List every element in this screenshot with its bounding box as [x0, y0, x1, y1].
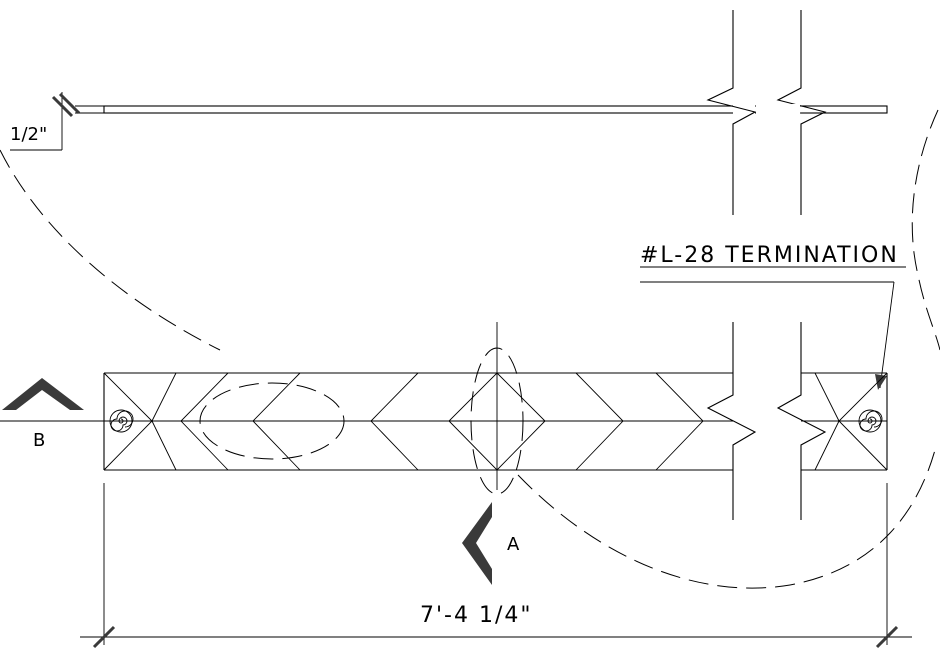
- dashed-arc-left: [0, 149, 221, 351]
- plan-view: [103, 322, 888, 520]
- dashed-ellipse-left: [199, 382, 345, 460]
- termination-arrowhead: [875, 374, 887, 390]
- length-tick-left: [92, 625, 116, 649]
- section-a-arrow: [462, 502, 492, 585]
- length-dimension: 7'-4 1/4": [80, 483, 912, 649]
- break-line-left-top: [706, 10, 757, 215]
- break-line-right-top: [776, 10, 827, 215]
- termination-callout: #L-28 TERMINATION: [640, 243, 906, 390]
- break-line-left-plan: [706, 322, 757, 520]
- edge-view: [103, 10, 888, 215]
- break-line-right-plan: [776, 322, 827, 520]
- section-b-arrow: [2, 378, 84, 410]
- thickness-tick-1: [51, 95, 74, 118]
- section-b-label: B: [33, 430, 45, 451]
- dashed-arcs: [0, 109, 940, 589]
- spiral-left: [109, 409, 134, 433]
- dashed-arc-bottom-right: [517, 449, 936, 589]
- thickness-tick-2: [58, 92, 81, 115]
- section-marker-b: B: [0, 378, 104, 451]
- dashed-ellipse-center: [470, 347, 524, 495]
- thickness-label: 1/2": [10, 124, 47, 145]
- termination-label: #L-28 TERMINATION: [640, 243, 899, 268]
- dashed-arc-right: [911, 109, 940, 351]
- edge-view-board: [103, 105, 888, 114]
- section-a-label: A: [507, 534, 520, 555]
- length-tick-right: [875, 625, 899, 649]
- section-marker-a: A: [462, 502, 520, 585]
- thickness-dimension: 1/2": [10, 92, 104, 151]
- length-label: 7'-4 1/4": [420, 603, 533, 628]
- spiral-right: [858, 409, 883, 433]
